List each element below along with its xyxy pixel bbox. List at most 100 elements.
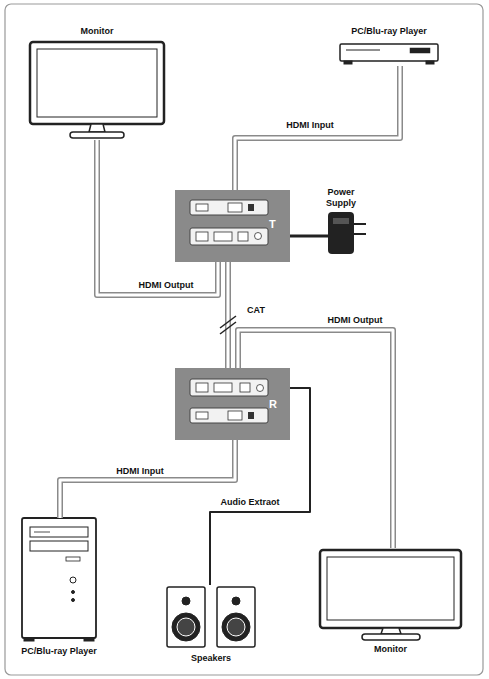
transmitter-drawing: [190, 200, 268, 215]
connector-line: [97, 140, 218, 295]
monitor-drawing: [70, 132, 124, 138]
speakers-drawing: [217, 587, 255, 647]
connector-line: [210, 388, 310, 585]
transmitter-drawing: [175, 190, 290, 262]
source-player: PC/Blu-ray Player: [338, 40, 440, 66]
source-pc: PC/Blu-ray Player: [22, 518, 96, 642]
monitor-drawing: [320, 550, 461, 628]
hdmi-cable: [235, 66, 400, 190]
connector-line: [227, 262, 230, 368]
receiver-drawing: [175, 368, 290, 440]
wire: [210, 388, 310, 585]
tower-pc-drawing: [22, 518, 96, 641]
tower-pc-drawing: [34, 532, 50, 533]
connector-line: [235, 66, 400, 190]
tower-pc-drawing: [84, 638, 94, 641]
power-supply: Power Supply: [328, 212, 354, 254]
tower-pc-drawing: [22, 518, 96, 638]
monitor-drawing: [381, 628, 401, 634]
device-label: PC/Blu-ray Player: [21, 646, 97, 657]
power-adapter-drawing: [328, 212, 354, 254]
speakers-drawing: [167, 587, 205, 647]
cable-break: [220, 316, 236, 328]
cable-break: [220, 322, 236, 334]
transmitter-drawing: [196, 232, 208, 241]
power-adapter-drawing: [333, 218, 349, 224]
tower-pc-drawing: [72, 599, 75, 602]
cable-label: Audio Extraot: [218, 497, 281, 508]
receiver-drawing: [196, 412, 208, 419]
receiver-drawing: [175, 368, 290, 440]
hdmi-cable: [238, 330, 393, 548]
player-drawing: [426, 61, 434, 64]
player-drawing: [340, 44, 438, 61]
monitor-drawing: [362, 634, 420, 640]
power-adapter-drawing: [328, 212, 366, 254]
hdmi-cable: [97, 140, 218, 295]
player-drawing: [410, 48, 430, 53]
frame: [5, 4, 483, 675]
receiver-drawing: [248, 412, 254, 419]
tower-pc-drawing: [72, 591, 75, 594]
transmitter-drawing: [238, 232, 248, 241]
connector-line: [238, 330, 393, 548]
player-drawing: [340, 44, 438, 64]
transmitter-drawing: [175, 190, 290, 262]
connector-line: [238, 330, 393, 548]
device-label: Power Supply: [318, 187, 364, 209]
monitor-drawing: [320, 550, 461, 640]
connector-line: [225, 262, 231, 368]
box-letter: T: [269, 218, 276, 230]
speakers-drawing: [222, 613, 250, 641]
speakers-drawing: [177, 618, 195, 636]
receiver-drawing: [257, 385, 264, 392]
cable-label: HDMI Output: [326, 315, 385, 326]
monitor: Monitor: [28, 40, 166, 140]
tower-pc-drawing: [70, 577, 76, 583]
monitor-drawing: [37, 49, 157, 117]
monitor: Monitor: [318, 548, 463, 640]
player-drawing: [344, 61, 352, 64]
speakers: Speakers: [165, 585, 257, 649]
connector-line: [290, 235, 328, 238]
receiver-drawing: [196, 383, 208, 392]
cable-break: [220, 316, 236, 334]
receiver-drawing: [228, 411, 242, 420]
frame: [5, 4, 483, 675]
box-letter: R: [269, 398, 277, 410]
cable-label: HDMI Input: [284, 120, 336, 131]
speakers-drawing: [227, 618, 245, 636]
connector-line: [97, 140, 218, 295]
transmitter-drawing: [228, 203, 242, 212]
receiver-drawing: [190, 379, 268, 396]
transmitter-drawing: [190, 228, 268, 245]
transmitter-box: T: [175, 190, 290, 262]
speakers-drawing: [172, 613, 200, 641]
speakers-drawing: [182, 597, 190, 605]
transmitter-drawing: [255, 233, 262, 240]
hdmi-cable: [60, 440, 235, 518]
tower-pc-drawing: [24, 638, 34, 641]
device-label: PC/Blu-ray Player: [351, 26, 427, 37]
receiver-drawing: [190, 408, 268, 423]
receiver-drawing: [240, 383, 250, 392]
transmitter-drawing: [196, 204, 208, 211]
connector-line: [60, 440, 235, 518]
monitor-drawing: [30, 42, 164, 138]
speakers-drawing: [167, 587, 255, 647]
transmitter-drawing: [248, 204, 254, 211]
connector-line: [60, 440, 235, 518]
wire: [290, 236, 328, 237]
monitor-drawing: [327, 557, 454, 620]
hdmi-cable: [228, 262, 229, 368]
monitor-drawing: [30, 42, 164, 124]
monitor-drawing: [89, 124, 105, 132]
device-label: Speakers: [191, 653, 231, 664]
cable-label: HDMI Output: [137, 280, 196, 291]
connector-line: [235, 66, 400, 190]
receiver-box: R: [175, 368, 290, 440]
